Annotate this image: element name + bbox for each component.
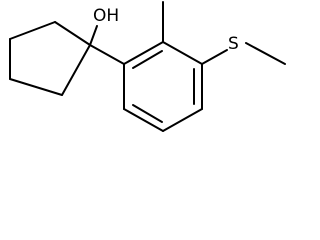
aryl-bond-a5-a6 xyxy=(123,108,164,132)
aryl-bond-a4-a5 xyxy=(162,108,203,132)
bond-aryl-s xyxy=(201,49,228,65)
aryl-bond-a1-a2 xyxy=(123,41,164,65)
ring-bond-c5-c1 xyxy=(61,44,91,96)
cyclopentane-ring xyxy=(9,21,91,96)
bond-ring-to-aryl xyxy=(89,44,125,65)
aryl-double-bond-inner-3 xyxy=(132,104,163,123)
ring-bond-c2-c3 xyxy=(9,21,56,40)
molecule-structure: OH S xyxy=(9,1,286,132)
bond-s-methyl xyxy=(245,42,286,65)
benzene-ring xyxy=(123,41,203,132)
bond-c-oh xyxy=(89,25,98,46)
sulfur-label: S xyxy=(228,34,239,54)
ring-bond-c1-c2 xyxy=(54,21,91,46)
hydroxyl-label: OH xyxy=(93,6,119,26)
aryl-bond-a2-a3 xyxy=(162,41,203,65)
ring-bond-c4-c5 xyxy=(9,78,63,96)
aryl-double-bond-inner-1 xyxy=(132,50,163,69)
